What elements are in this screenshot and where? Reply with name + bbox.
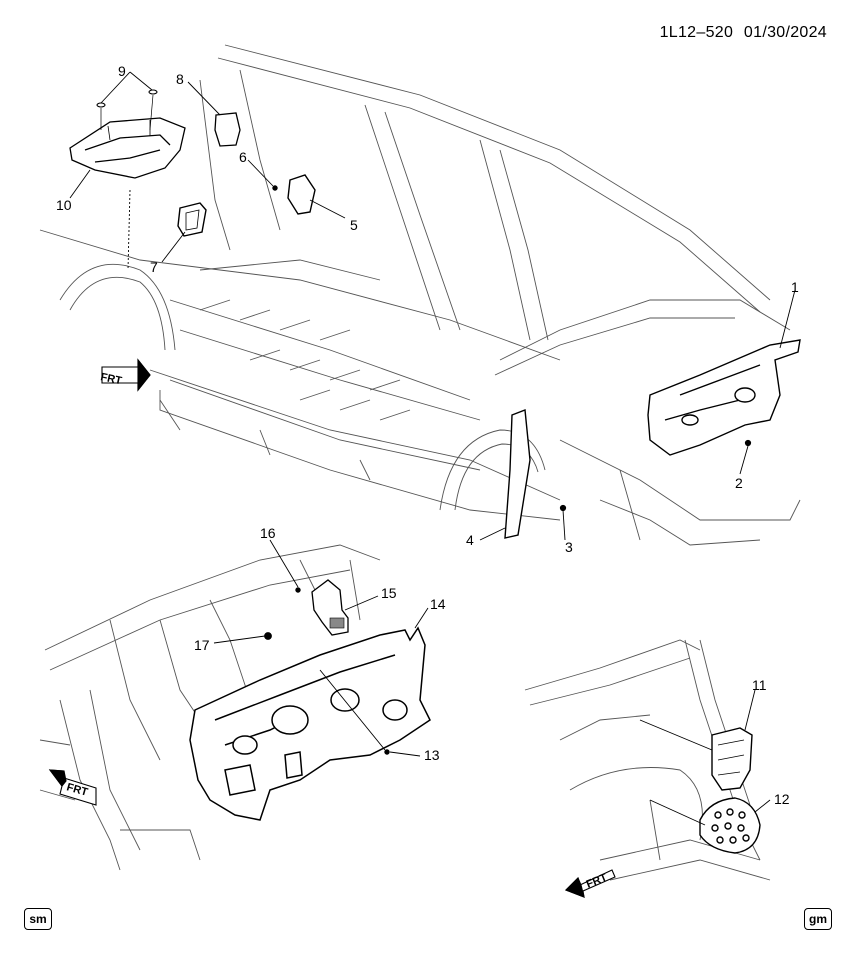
- part-11-shape: [711, 727, 753, 791]
- callout-17: 17: [194, 637, 210, 653]
- callout-3: 3: [565, 539, 573, 555]
- diagram-header: 1L12–520 01/30/2024: [660, 24, 827, 42]
- leader-lines-right: [639, 689, 771, 826]
- callout-4: 4: [466, 532, 474, 548]
- part-10-shape: [69, 117, 186, 179]
- part-6-dot: [272, 185, 278, 191]
- part-4-shape: [504, 409, 531, 539]
- leader-lines-top: [69, 71, 796, 541]
- callout-15: 15: [381, 585, 397, 601]
- callout-16: 16: [260, 525, 276, 541]
- diagram-date: 01/30/2024: [743, 24, 827, 41]
- callout-14: 14: [430, 596, 446, 612]
- callout-5: 5: [350, 217, 358, 233]
- part-9-pins: [96, 89, 158, 131]
- callout-10: 10: [56, 197, 72, 213]
- part-15-shape: [311, 579, 349, 636]
- callout-7: 7: [150, 259, 158, 275]
- diagram-code: 1L12–520: [659, 24, 734, 41]
- frt-arrow-top: [101, 358, 151, 392]
- callout-6: 6: [239, 149, 247, 165]
- vehicle-body-pillar-view: [524, 639, 771, 881]
- callout-9: 9: [118, 63, 126, 79]
- part-7-shape: [177, 202, 207, 237]
- part-8-shape: [214, 112, 241, 147]
- part-2-dot: [744, 439, 752, 447]
- gm-logo: gm: [804, 908, 832, 930]
- leader-lines-left: [213, 539, 429, 757]
- callout-13: 13: [424, 747, 440, 763]
- part-14-shape: [189, 626, 431, 821]
- callout-12: 12: [774, 791, 790, 807]
- vehicle-body-main: [39, 44, 801, 546]
- frt-arrow-left: [48, 769, 97, 806]
- part-1-shape: [647, 339, 801, 456]
- part-3-dot: [559, 504, 567, 512]
- sm-badge: sm: [24, 908, 52, 930]
- frt-arrow-right: [565, 869, 616, 898]
- callout-11: 11: [752, 677, 767, 693]
- part-17-grommet: [264, 632, 272, 640]
- callout-1: 1: [791, 279, 799, 295]
- part-12-shape: [699, 797, 761, 854]
- frt-label-top: FRT: [99, 371, 123, 387]
- callout-2: 2: [735, 475, 743, 491]
- part-5-shape: [287, 174, 316, 215]
- part-13-dot: [384, 749, 390, 755]
- part-16-dot: [295, 587, 301, 593]
- frt-label-right: FRT: [585, 872, 610, 891]
- frt-label-left: FRT: [65, 781, 89, 799]
- callout-8: 8: [176, 71, 184, 87]
